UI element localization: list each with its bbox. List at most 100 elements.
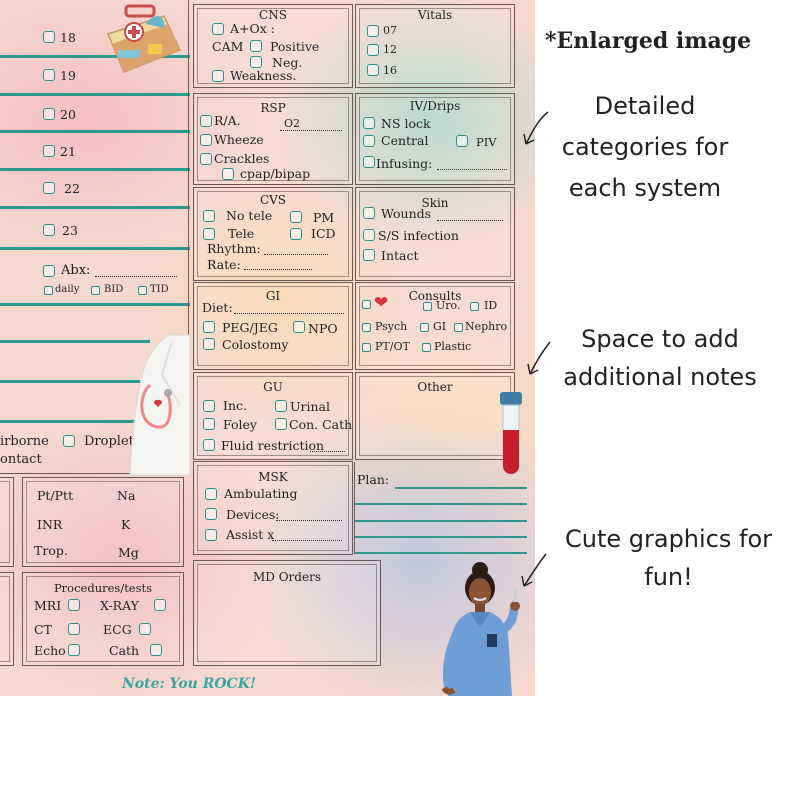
cvs-title: CVS: [259, 193, 287, 207]
wheeze-checkbox[interactable]: [200, 134, 212, 146]
checkbox-18[interactable]: [43, 31, 55, 43]
ptot-checkbox[interactable]: [362, 343, 371, 352]
rhythm-entry-line[interactable]: [264, 254, 328, 255]
gi-box: GI: [193, 282, 353, 370]
weakness-checkbox[interactable]: [212, 70, 224, 82]
nephro-checkbox[interactable]: [454, 323, 463, 332]
con-cath-checkbox[interactable]: [275, 418, 287, 430]
o2-entry-line[interactable]: [280, 130, 342, 131]
intact-checkbox[interactable]: [363, 249, 375, 261]
colostomy-checkbox[interactable]: [203, 338, 215, 350]
skin-box: Skin: [355, 187, 515, 281]
cpap-checkbox[interactable]: [222, 168, 234, 180]
rsp-box: RSP: [193, 93, 353, 185]
bid-checkbox[interactable]: [91, 286, 100, 295]
plan-line[interactable]: [395, 487, 527, 489]
vitals-16-checkbox[interactable]: [367, 64, 379, 76]
cath-label: Cath: [109, 643, 140, 658]
daily-checkbox[interactable]: [44, 286, 53, 295]
infusing-entry-line[interactable]: [437, 169, 507, 170]
no-tele-checkbox[interactable]: [203, 210, 215, 222]
vitals-12-checkbox[interactable]: [367, 44, 379, 56]
foley-checkbox[interactable]: [203, 418, 215, 430]
left-partial-box: [0, 477, 14, 567]
day-label: 21: [60, 144, 76, 159]
ecg-checkbox[interactable]: [139, 623, 151, 635]
ra-checkbox[interactable]: [200, 115, 212, 127]
checkbox-23[interactable]: [43, 224, 55, 236]
plan-line[interactable]: [355, 520, 527, 522]
plan-line[interactable]: [355, 552, 527, 554]
ptot-label: PT/OT: [375, 340, 410, 353]
positive-checkbox[interactable]: [250, 40, 262, 52]
devices-checkbox[interactable]: [205, 508, 217, 520]
mri-checkbox[interactable]: [68, 599, 80, 611]
echo-checkbox[interactable]: [68, 644, 80, 656]
plan-line[interactable]: [355, 536, 527, 538]
tele-checkbox[interactable]: [203, 228, 215, 240]
consults-checkbox[interactable]: [362, 300, 371, 309]
checkbox-21[interactable]: [43, 145, 55, 157]
divider: [0, 473, 190, 474]
ct-checkbox[interactable]: [68, 623, 80, 635]
teal-line: [0, 303, 190, 306]
neg-checkbox[interactable]: [250, 56, 262, 68]
iv-drips-box: IV/Drips: [355, 93, 515, 185]
ss-infection-checkbox[interactable]: [363, 229, 375, 241]
pm-checkbox[interactable]: [290, 211, 302, 223]
gu-title: GU: [263, 380, 283, 394]
ambulating-checkbox[interactable]: [205, 488, 217, 500]
wounds-checkbox[interactable]: [363, 207, 375, 219]
checkbox-20[interactable]: [43, 108, 55, 120]
weakness-label: Weakness.: [230, 68, 297, 83]
rate-entry-line[interactable]: [244, 269, 312, 270]
uro-label: Uro.: [436, 299, 461, 312]
crackles-checkbox[interactable]: [200, 153, 212, 165]
diet-entry-line[interactable]: [234, 313, 344, 314]
teal-line: [0, 420, 135, 423]
fluid-restriction-checkbox[interactable]: [203, 439, 215, 451]
assist-entry-line[interactable]: [272, 540, 342, 541]
consults-gi-checkbox[interactable]: [420, 323, 429, 332]
checkbox-22[interactable]: [43, 182, 55, 194]
psych-label: Psych: [375, 320, 408, 333]
cath-checkbox[interactable]: [150, 644, 162, 656]
devices-entry-line[interactable]: [276, 520, 342, 521]
cns-box: CNS: [193, 4, 353, 88]
aox-checkbox[interactable]: [212, 23, 224, 35]
infusing-label: Infusing:: [376, 156, 433, 171]
space-notes-annotation: Space to add additional notes: [545, 320, 775, 396]
psych-checkbox[interactable]: [362, 323, 371, 332]
procedures-title: Procedures/tests: [53, 581, 153, 595]
icd-checkbox[interactable]: [290, 228, 302, 240]
peg-checkbox[interactable]: [203, 321, 215, 333]
vitals-07-checkbox[interactable]: [367, 25, 379, 37]
plastic-checkbox[interactable]: [422, 343, 431, 352]
abx-checkbox[interactable]: [43, 265, 55, 277]
checkbox-19[interactable]: [43, 69, 55, 81]
daily-label: daily: [55, 284, 80, 295]
fluid-entry-line[interactable]: [310, 451, 345, 452]
tid-checkbox[interactable]: [138, 286, 147, 295]
wounds-entry-line[interactable]: [437, 220, 503, 221]
assist-checkbox[interactable]: [205, 529, 217, 541]
annotation-line: categories for: [561, 133, 729, 161]
inc-checkbox[interactable]: [203, 400, 215, 412]
annotation-line: additional notes: [563, 363, 757, 391]
xray-checkbox[interactable]: [154, 599, 166, 611]
urinal-checkbox[interactable]: [275, 400, 287, 412]
uro-checkbox[interactable]: [423, 302, 432, 311]
droplet-label: Droplet: [84, 434, 134, 449]
droplet-checkbox[interactable]: [63, 435, 75, 447]
plan-line[interactable]: [355, 503, 527, 505]
consults-gi-label: GI: [433, 320, 447, 333]
ns-lock-checkbox[interactable]: [363, 117, 375, 129]
npo-checkbox[interactable]: [293, 321, 305, 333]
central-checkbox[interactable]: [363, 135, 375, 147]
no-tele-label: No tele: [226, 208, 273, 223]
colostomy-label: Colostomy: [222, 337, 289, 352]
abx-entry-line[interactable]: [95, 276, 177, 277]
piv-checkbox[interactable]: [456, 135, 468, 147]
id-checkbox[interactable]: [470, 302, 479, 311]
infusing-checkbox[interactable]: [363, 156, 375, 168]
